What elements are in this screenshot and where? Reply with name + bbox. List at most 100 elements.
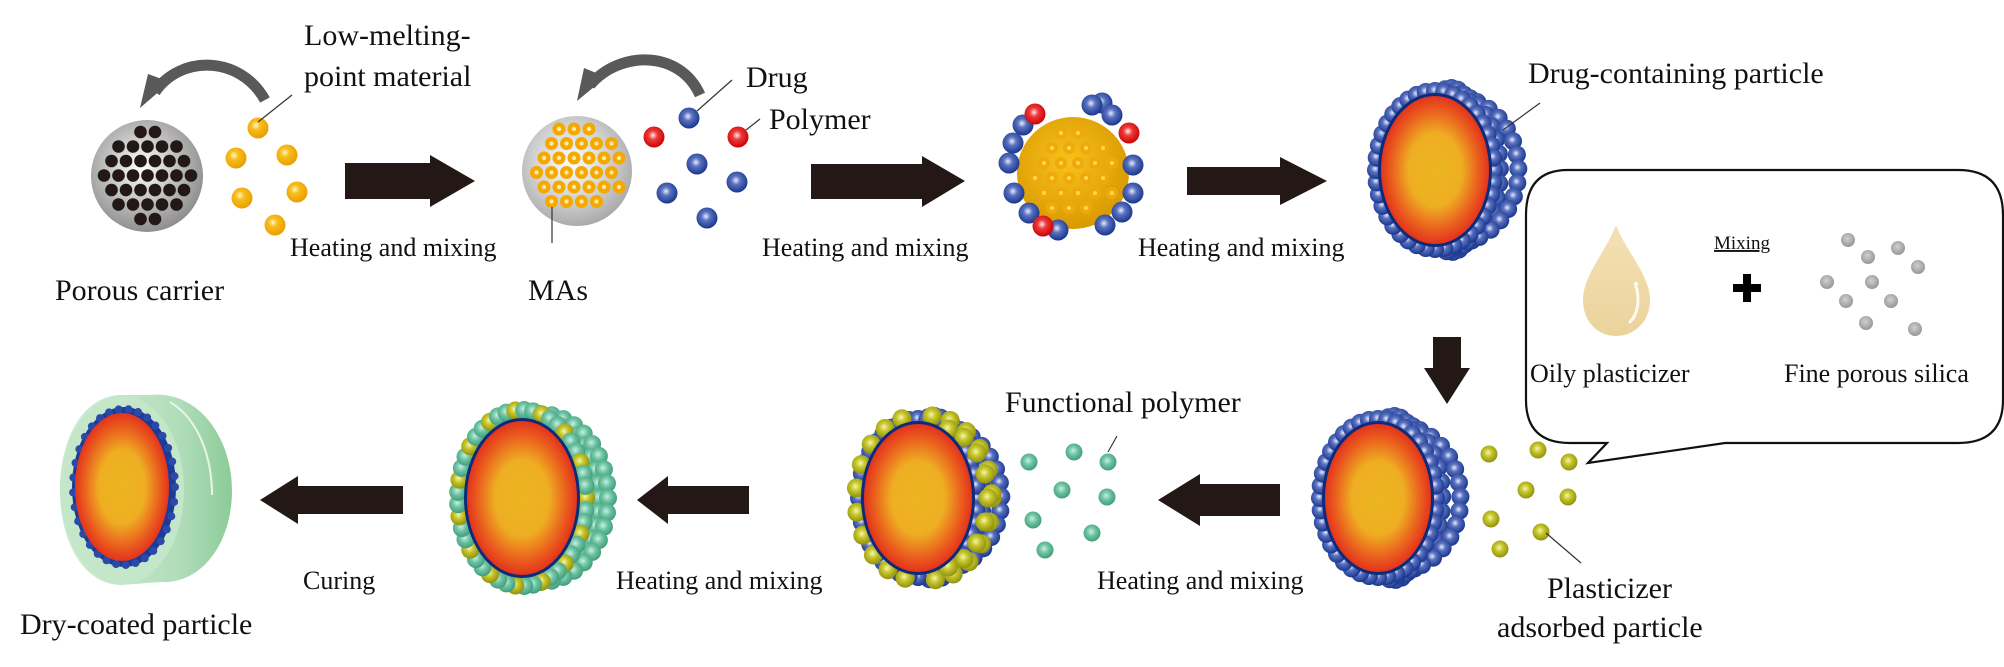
plasticizer-particle xyxy=(967,443,987,463)
drug-particle xyxy=(1122,154,1144,176)
plasticizer-particles xyxy=(1480,441,1578,558)
pore xyxy=(148,212,162,226)
functional-polymer-particle xyxy=(1083,524,1101,542)
low-melting-dot-highlight xyxy=(594,170,599,175)
low-melting-dot-highlight xyxy=(586,155,592,161)
plasticizer-particle xyxy=(922,406,942,426)
drug-particle xyxy=(140,554,149,563)
functional-polymer-particle xyxy=(1098,488,1116,506)
low-melting-dot-highlight xyxy=(571,155,577,161)
plasticizer-particle xyxy=(1559,488,1577,506)
leader-line xyxy=(1502,102,1541,131)
low-melting-dot-highlight xyxy=(564,141,569,146)
drug-particle xyxy=(1094,214,1116,236)
curved-arrow-icon xyxy=(140,59,270,108)
plasticizer-particle xyxy=(1491,540,1509,558)
drug-particle xyxy=(112,560,121,569)
dot-highlight xyxy=(1076,191,1080,195)
drug-particle xyxy=(1122,182,1144,204)
leader-line xyxy=(257,94,293,123)
mixed-particle-icon xyxy=(998,92,1144,241)
fine-porous-silica-particles xyxy=(1820,233,1925,336)
pore xyxy=(119,183,133,197)
oil-drop-icon xyxy=(1583,225,1650,336)
callout-box xyxy=(1524,168,2004,465)
plasticizer-particle xyxy=(1517,481,1535,499)
arrow-left-icon xyxy=(260,476,403,524)
dot-highlight xyxy=(1076,161,1080,165)
pore xyxy=(184,169,198,182)
drug-particle xyxy=(121,560,130,569)
low-melting-dot-highlight xyxy=(601,184,607,190)
drug-particle xyxy=(696,207,718,229)
drug-particle xyxy=(162,525,171,534)
drug-containing-particle-icon xyxy=(1367,79,1528,261)
drug-particle xyxy=(114,405,123,414)
drug-particle xyxy=(143,413,152,422)
drug-particle xyxy=(1111,201,1133,223)
dot-highlight xyxy=(1050,176,1054,180)
functional-polymer-particle xyxy=(594,460,613,479)
low-melting-dot-highlight xyxy=(571,126,577,132)
plasticizer-particle xyxy=(975,464,995,484)
leader-line xyxy=(696,79,733,112)
drug-particle xyxy=(168,457,177,466)
dot-highlight xyxy=(1067,206,1071,210)
dot-highlight xyxy=(1101,176,1105,180)
low-melting-dot-highlight xyxy=(579,141,584,146)
low-melting-point-particle xyxy=(264,214,286,236)
silica-particle xyxy=(1865,275,1879,289)
polymer-particle xyxy=(1024,103,1046,125)
plasticizer-adsorbed-label-2: adsorbed particle xyxy=(1497,611,1703,644)
plasticizer-particle xyxy=(925,570,945,590)
drug-particle xyxy=(134,408,143,417)
drug-particle xyxy=(1101,104,1123,126)
pore xyxy=(134,154,147,168)
pore xyxy=(126,140,140,153)
step5-label: Heating and mixing xyxy=(1097,566,1304,595)
drug-and-polymer-particles xyxy=(643,107,749,229)
dot-highlight xyxy=(1084,206,1088,210)
functional-polymer-particle xyxy=(1065,443,1083,461)
leader-line xyxy=(1545,532,1582,564)
silica-particle xyxy=(1884,294,1898,308)
pore xyxy=(97,169,111,182)
silica-particle xyxy=(1861,250,1875,264)
low-melting-dot-highlight xyxy=(541,155,547,161)
drug-particle xyxy=(131,559,140,568)
functional-polymer-particle xyxy=(1024,511,1042,529)
low-melting-label-2: point material xyxy=(304,60,471,93)
drug-particle xyxy=(1003,182,1025,204)
low-melting-point-particle xyxy=(247,117,269,139)
dry-coated-label: Dry-coated particle xyxy=(20,608,252,641)
polymer-particle xyxy=(1032,215,1054,237)
arrow-right-icon xyxy=(811,156,965,207)
dot-highlight xyxy=(1084,146,1088,150)
leader-line xyxy=(1107,435,1118,453)
arrow-down-icon xyxy=(1424,337,1470,404)
functional-polymer-particle xyxy=(597,503,616,522)
fine-porous-silica-label: Fine porous silica xyxy=(1784,359,1969,388)
low-melting-label-1: Low-melting- xyxy=(304,19,471,52)
dot-highlight xyxy=(1042,191,1046,195)
drug-particle xyxy=(1446,460,1465,479)
drug-core xyxy=(1325,424,1431,572)
arrow-left-icon xyxy=(637,476,749,524)
pore xyxy=(148,154,162,168)
drug-particle xyxy=(1509,159,1528,178)
low-melting-dot-highlight xyxy=(586,184,592,190)
plasticizer-particle xyxy=(954,427,974,447)
low-melting-point-particle xyxy=(286,181,308,203)
drug-containing-label: Drug-containing particle xyxy=(1528,57,1824,90)
pore xyxy=(163,183,176,197)
pore xyxy=(155,169,169,182)
drug-particle xyxy=(1449,473,1468,492)
low-melting-dot-highlight xyxy=(594,199,599,204)
pore xyxy=(134,183,147,197)
pore xyxy=(163,154,176,168)
low-melting-dot-highlight xyxy=(601,155,607,161)
pore xyxy=(105,154,118,168)
silica-particle xyxy=(1908,322,1922,336)
drug-particle xyxy=(1002,132,1024,154)
pore xyxy=(155,140,169,153)
